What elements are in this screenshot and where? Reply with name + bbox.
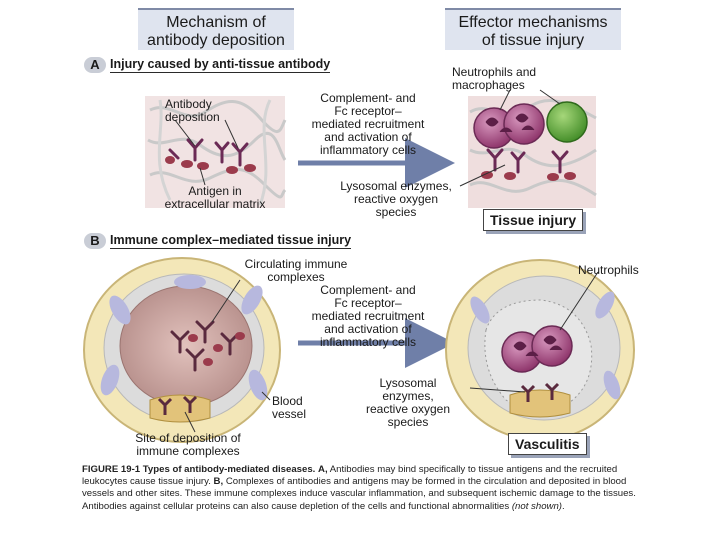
badge-vasculitis: Vasculitis — [508, 433, 587, 455]
label-blood-vessel-line2: vessel — [272, 407, 307, 421]
tissue-matrix-a-left — [145, 96, 287, 208]
label-blood-vessel-line1: Blood — [272, 394, 303, 408]
antibody-group-a-right — [486, 148, 569, 174]
figure-caption: FIGURE 19-1 Types of antibody-mediated d… — [82, 464, 650, 513]
label-site-deposition: Site of deposition of immune complexes — [110, 432, 266, 458]
label-neutrophils-line2: macrophages — [452, 78, 525, 92]
deposited-complexes-b-left — [149, 394, 211, 423]
label-arrow-b-line1: Complement- and — [320, 283, 416, 297]
section-a-label: A Injury caused by anti-tissue antibody — [84, 57, 331, 73]
label-lysosomal-b-line3: reactive oxygen — [365, 402, 451, 416]
caption-b-label: B, — [213, 476, 224, 488]
label-arrow-b-line5: inflammatory cells — [319, 335, 417, 349]
caption-not-shown: (not shown) — [511, 500, 562, 512]
label-site-line1: Site of deposition of — [135, 431, 241, 445]
section-b-letter: B — [84, 233, 106, 249]
section-b-title: Immune complex–mediated tissue injury — [110, 233, 352, 249]
label-antibody-deposition: Antibody deposition — [165, 98, 220, 124]
caption-a-label: A, — [318, 464, 328, 475]
label-arrow-b-line2: Fc receptor– — [334, 296, 402, 310]
leader-lysosomal-b — [469, 387, 526, 393]
label-lysosomal-b: Lysosomal enzymes, reactive oxygen speci… — [350, 377, 466, 429]
antibody-group-a-left — [168, 138, 249, 167]
caption-b-text: Complexes of antibodies and antigens may… — [82, 476, 636, 512]
label-lysosomal-b-line4: species — [387, 415, 429, 429]
label-antibody-deposition-line1: Antibody — [165, 97, 212, 111]
antigen-marks-a-right — [481, 171, 576, 181]
header-right: Effector mechanisms of tissue injury — [445, 8, 621, 50]
label-arrow-a-line1: Complement- and — [320, 91, 416, 105]
label-arrow-b: Complement- and Fc receptor– mediated re… — [298, 284, 438, 349]
circulating-antigens-b — [188, 332, 245, 366]
leader-antibody-a — [174, 119, 196, 147]
header-left: Mechanism of antibody deposition — [138, 8, 294, 50]
section-b-label: B Immune complex–mediated tissue injury — [84, 233, 352, 249]
circulating-complexes-b — [170, 320, 240, 372]
label-antigen-line2: extracellular matrix — [164, 197, 266, 211]
leader-lysosomal-a — [459, 164, 506, 187]
badge-tissue-injury: Tissue injury — [483, 209, 584, 231]
label-lysosomal-a-line3: species — [375, 205, 417, 219]
label-lysosomal-b-line1: Lysosomal — [379, 376, 437, 390]
neutrophil-cells-b — [501, 325, 573, 373]
section-a-letter: A — [84, 57, 106, 73]
leader-antibody-a2 — [224, 119, 239, 149]
caption-a-text: Antibodies may bind specifically to tiss… — [82, 464, 618, 488]
header-left-line2: antibody deposition — [147, 32, 285, 49]
label-lysosomal-a-line1: Lysosomal enzymes, — [340, 179, 452, 193]
antigen-marks-a-left — [165, 156, 256, 174]
label-circulating-line1: Circulating immune — [244, 257, 348, 271]
section-a-title: Injury caused by anti-tissue antibody — [110, 57, 331, 73]
header-right-line1: Effector mechanisms — [458, 14, 608, 31]
label-arrow-a: Complement- and Fc receptor– mediated re… — [298, 92, 438, 157]
label-arrow-a-line5: inflammatory cells — [319, 143, 417, 157]
label-site-line2: immune complexes — [136, 444, 240, 458]
caption-figure-title: FIGURE 19-1 Types of antibody-mediated d… — [82, 464, 316, 475]
label-arrow-a-line4: and activation of — [324, 130, 412, 144]
label-neutrophils-b: Neutrophils — [578, 263, 639, 277]
label-blood-vessel: Blood vessel — [272, 395, 306, 421]
label-circulating-line2: complexes — [267, 270, 325, 284]
label-arrow-a-line2: Fc receptor– — [334, 104, 402, 118]
leader-antigen-a — [199, 167, 206, 186]
header-left-line1: Mechanism of — [166, 14, 266, 31]
leader-macrophages-a — [539, 89, 561, 105]
header-right-line2: of tissue injury — [481, 32, 585, 49]
label-antigen-line1: Antigen in — [188, 184, 242, 198]
leader-site-b — [184, 411, 196, 433]
label-circulating-complexes: Circulating immune complexes — [228, 258, 364, 284]
label-arrow-b-line4: and activation of — [324, 322, 412, 336]
label-arrow-b-line3: mediated recruitment — [311, 309, 425, 323]
label-neutrophils-macrophages: Neutrophils and macrophages — [452, 66, 536, 92]
label-neutrophils-line1: Neutrophils and — [452, 65, 537, 79]
label-antigen: Antigen in extracellular matrix — [150, 185, 280, 211]
label-lysosomal-a: Lysosomal enzymes, reactive oxygen speci… — [328, 180, 464, 219]
leader-neutrophils-b — [559, 271, 599, 331]
neutrophil-cells-a — [473, 103, 545, 149]
macrophage-cell-a — [546, 101, 588, 143]
vessel-b-left — [83, 257, 281, 443]
label-arrow-a-line3: mediated recruitment — [311, 117, 425, 131]
label-lysosomal-a-line2: reactive oxygen — [353, 192, 439, 206]
label-lysosomal-b-line2: enzymes, — [382, 389, 434, 403]
leader-circulating-b — [211, 279, 241, 323]
caption-end: . — [561, 500, 565, 512]
label-antibody-deposition-line2: deposition — [165, 110, 220, 124]
leader-blood-vessel-b — [261, 391, 271, 401]
leader-neutrophils-a — [499, 89, 511, 111]
deposited-complexes-b-right — [509, 382, 571, 418]
